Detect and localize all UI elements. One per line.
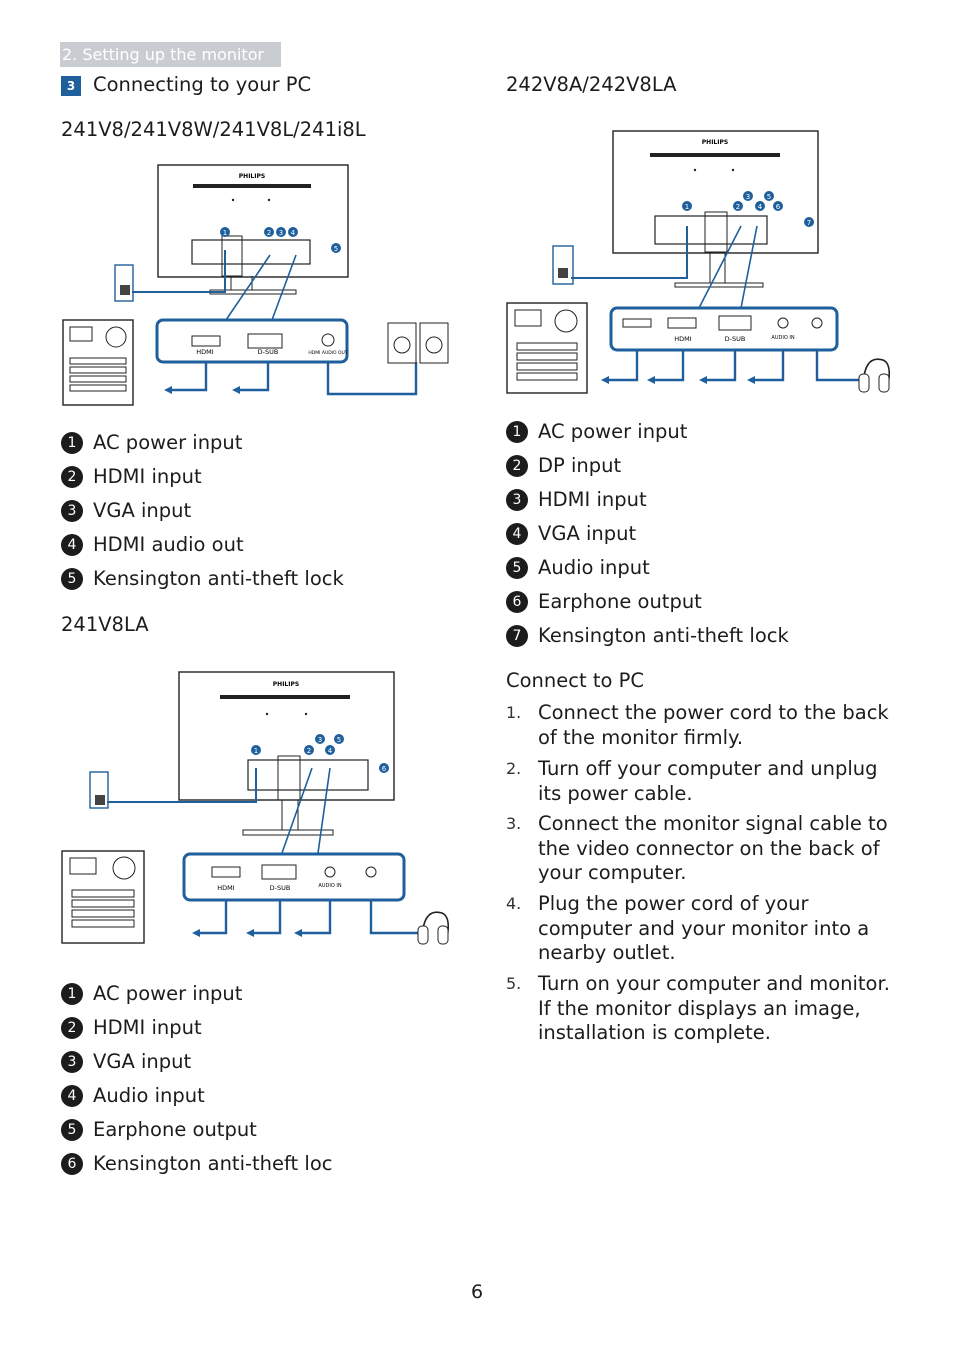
diagram-a-callout-2: 2 xyxy=(264,227,274,237)
connect-title: Connect to PC xyxy=(506,669,644,692)
port-label-hdmi: HDMI xyxy=(196,348,214,356)
diagram-b-illustration: PHILIPS 1 2 3 4 5 6 HDMI D-SUB AUDIO IN xyxy=(61,671,450,945)
connect-step: 1.Connect the power cord to the back of … xyxy=(506,701,889,749)
connect-step: 4.Plug the power cord of your computer a… xyxy=(506,892,870,964)
diagram-b-callout-1: 1 xyxy=(251,745,261,755)
diagram-c-illustration: PHILIPS 1 2 3 4 5 6 7 HDMI D-SUB AUDIO I… xyxy=(506,130,891,394)
diagram-a-callout-3: 3 xyxy=(276,227,286,237)
svg-text:4: 4 xyxy=(758,203,763,211)
brand-logo: PHILIPS xyxy=(273,681,299,688)
diagram-b-callout-3: 3 xyxy=(315,734,325,744)
port-label-dsub: D-SUB xyxy=(270,884,291,892)
svg-text:4: 4 xyxy=(291,229,296,237)
diagram-c-callout-1: 1 xyxy=(682,201,692,211)
diagram-c-callout-5: 5 xyxy=(764,191,774,201)
port-label-dsub: D-SUB xyxy=(258,348,279,356)
svg-text:6: 6 xyxy=(776,203,781,211)
diagram-c-callout-7: 7 xyxy=(804,217,814,227)
svg-text:2: 2 xyxy=(267,229,271,237)
svg-text:2: 2 xyxy=(307,747,311,755)
diagram-c-callout-6: 6 xyxy=(773,201,783,211)
diagram-b-callout-4: 4 xyxy=(325,745,335,755)
connect-step: 5.Turn on your computer and monitor. If … xyxy=(506,972,890,1044)
svg-text:3: 3 xyxy=(279,229,283,237)
diagram-a-illustration: PHILIPS 1 2 3 4 5 HDMI D-SUB HDMI AUDIO … xyxy=(62,164,449,406)
svg-text:4: 4 xyxy=(328,747,333,755)
diagram-a-callout-1: 1 xyxy=(220,227,230,237)
svg-text:5: 5 xyxy=(337,736,341,744)
port-label-hdmi: HDMI xyxy=(674,335,692,343)
brand-logo: PHILIPS xyxy=(702,139,728,146)
diagram-a-callout-5: 5 xyxy=(331,243,341,253)
step-title: Connecting to your PC xyxy=(93,73,312,96)
diagram-b-callout-6: 6 xyxy=(379,763,389,773)
diagram-c-callout-2: 2 xyxy=(733,201,743,211)
diagram-b-callout-5: 5 xyxy=(334,734,344,744)
section-breadcrumb: 2. Setting up the monitor xyxy=(60,42,281,67)
step-number-badge: 3 xyxy=(61,76,81,96)
svg-text:3: 3 xyxy=(746,193,750,201)
svg-text:3: 3 xyxy=(318,736,322,744)
svg-text:7: 7 xyxy=(807,219,811,227)
diagram-a-callout-4: 4 xyxy=(288,227,298,237)
diagram-a-title: 241V8/241V8W/241V8L/241i8L xyxy=(61,118,366,141)
svg-text:5: 5 xyxy=(334,245,338,253)
diagram-b-callout-2: 2 xyxy=(304,745,314,755)
page-number: 6 xyxy=(470,1281,484,1303)
port-label-dsub: D-SUB xyxy=(725,335,746,343)
svg-text:2: 2 xyxy=(736,203,740,211)
port-label-audio: AUDIO IN xyxy=(771,335,794,341)
svg-text:5: 5 xyxy=(767,193,771,201)
svg-text:1: 1 xyxy=(685,203,689,211)
diagram-c-title: 242V8A/242V8LA xyxy=(506,73,677,96)
svg-text:1: 1 xyxy=(223,229,227,237)
brand-logo: PHILIPS xyxy=(239,173,265,180)
connect-step: 3.Connect the monitor signal cable to th… xyxy=(506,812,888,884)
connect-step: 2.Turn off your computer and unplug its … xyxy=(506,757,878,805)
diagram-b-title: 241V8LA xyxy=(61,613,149,636)
port-label-audio: HDMI AUDIO OUT xyxy=(308,350,347,356)
port-label-hdmi: HDMI xyxy=(217,884,235,892)
diagram-c-callout-4: 4 xyxy=(755,201,765,211)
diagram-c-callout-3: 3 xyxy=(743,191,753,201)
svg-text:1: 1 xyxy=(254,747,258,755)
port-label-audio: AUDIO IN xyxy=(318,883,341,889)
svg-text:6: 6 xyxy=(382,765,387,773)
